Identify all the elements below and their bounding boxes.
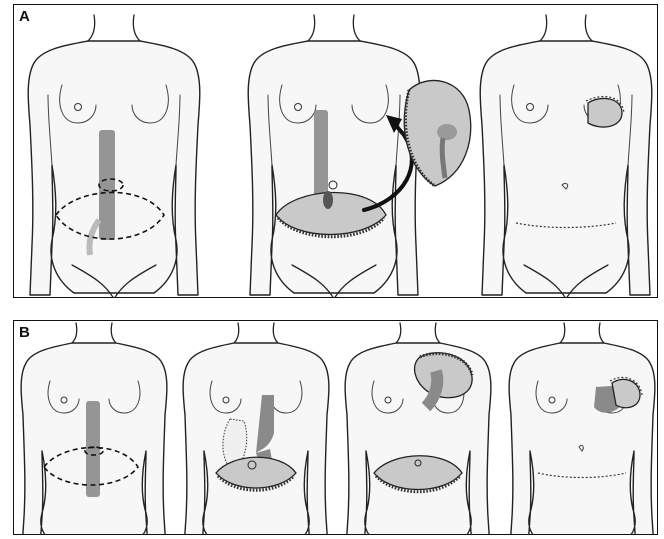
- panel-a: A: [13, 4, 658, 298]
- panel-b-label: B: [19, 324, 30, 341]
- figure-a3-torso: [480, 15, 652, 298]
- figure-b3-torso: [345, 323, 491, 535]
- figure-a2-torso: [248, 15, 420, 298]
- figure-b2-torso: [183, 323, 329, 535]
- figure-b4-torso: [509, 323, 655, 535]
- panel-a-label: A: [19, 8, 30, 25]
- panel-a-illustration: [14, 5, 658, 298]
- panel-b: B: [13, 320, 658, 535]
- panel-b-illustration: [14, 321, 658, 535]
- figure-b1-torso: [21, 323, 167, 535]
- figure-a1-torso: [28, 15, 200, 298]
